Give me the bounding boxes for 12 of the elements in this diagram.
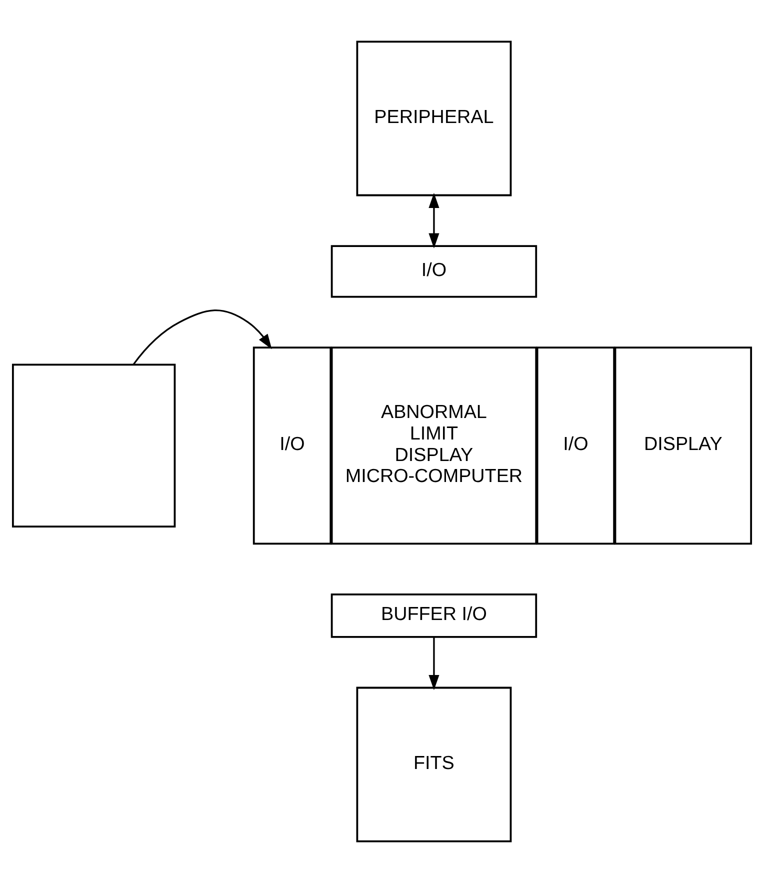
node-box [12, 363, 176, 527]
node-box: I/O [252, 346, 332, 544]
arrow [428, 636, 440, 690]
node-box: ABNORMAL LIMIT DISPLAY MICRO-COMPUTER [330, 346, 538, 544]
node-box: BUFFER I/O [330, 593, 538, 638]
node-box: DISPLAY [614, 346, 752, 544]
arrow [132, 309, 272, 365]
arrow [428, 192, 440, 248]
node-box: I/O [536, 346, 616, 544]
node-box: PERIPHERAL [356, 40, 512, 196]
node-box: I/O [330, 244, 538, 298]
node-box: FITS [356, 686, 512, 842]
